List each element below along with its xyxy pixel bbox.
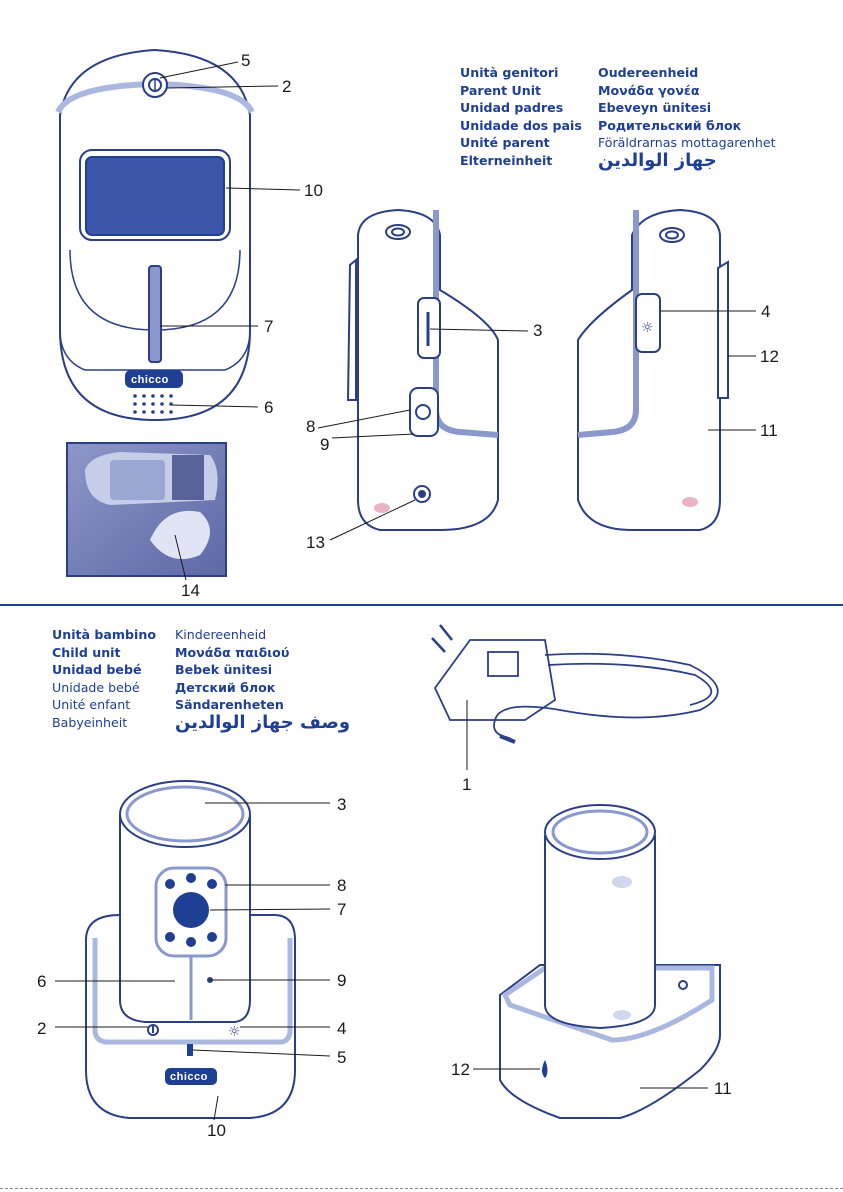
svg-text:☼: ☼	[228, 1024, 241, 1040]
callout-6: 6	[264, 398, 274, 417]
label-it: Unità bambino	[52, 627, 156, 642]
chicco-logo-child: chicco	[165, 1068, 217, 1085]
svg-text:chicco: chicco	[131, 374, 169, 386]
callout-11-parent: 11	[760, 421, 778, 440]
callout-4-parent: 4	[761, 302, 771, 321]
callout-2: 2	[282, 77, 292, 96]
parent-unit-front	[55, 48, 255, 422]
callout-6-child: 6	[37, 972, 47, 991]
label-en: Child unit	[52, 644, 121, 660]
parent-unit-labels-left: Unità genitori Parent Unit Unidad padres…	[460, 64, 582, 170]
chicco-logo-parent: chicco	[125, 370, 183, 388]
label-ar: جهاز الوالدين	[598, 149, 717, 171]
parent-unit-labels-right: Oudereenheid Μονάδα γονέα Ebeveyn ünites…	[598, 64, 776, 170]
callout-8-child: 8	[337, 876, 347, 895]
callout-7-child: 7	[337, 900, 347, 919]
callout-7: 7	[264, 317, 274, 336]
label-nl: Oudereenheid	[598, 65, 699, 80]
callout-3-parent: 3	[533, 321, 543, 340]
label-ru: Детский блок	[175, 679, 276, 695]
callout-3-child: 3	[337, 795, 347, 814]
child-unit-labels-right: Kindereenheid Μονάδα παιδιού Bebek ünite…	[175, 626, 350, 732]
label-ru: Родительский блок	[598, 117, 742, 133]
label-sv: Sändarenheten	[175, 697, 284, 713]
label-de: Elterneinheit	[460, 152, 553, 168]
callout-4-child: 4	[337, 1019, 347, 1038]
label-fr: Unité parent	[460, 135, 550, 151]
page-bottom-rule	[0, 1188, 843, 1189]
callout-12-parent: 12	[760, 347, 779, 366]
callout-5-child: 5	[337, 1048, 347, 1067]
label-pt: Unidade dos pais	[460, 117, 582, 133]
callout-10: 10	[304, 181, 323, 200]
label-es: Unidad bebé	[52, 662, 142, 678]
callout-12-child: 12	[451, 1060, 470, 1079]
svg-text:☼: ☼	[641, 320, 654, 336]
child-unit-labels-left: Unità bambino Child unit Unidad bebé Uni…	[52, 626, 156, 732]
child-unit-with-base: ☼	[85, 780, 296, 1119]
leader-lines-child	[55, 802, 708, 1121]
label-fr: Unité enfant	[52, 697, 131, 713]
label-sv: Föräldrarnas mottagarenhet	[598, 135, 776, 151]
label-nl: Kindereenheid	[175, 627, 267, 642]
svg-text:chicco: chicco	[170, 1071, 208, 1083]
parent-unit-side-left	[346, 208, 499, 531]
callout-10-child: 10	[207, 1121, 226, 1140]
child-unit-back-view	[499, 804, 721, 1119]
label-tr: Bebek ünitesi	[175, 662, 273, 678]
label-en: Parent Unit	[460, 82, 542, 98]
callout-8-parent: 8	[306, 417, 316, 436]
callout-2-child: 2	[37, 1019, 47, 1038]
power-adapter	[431, 624, 719, 744]
leader-lines-parent	[159, 61, 756, 581]
label-ar: وصف جهاز الوالدين	[175, 711, 351, 733]
label-it: Unità genitori	[460, 65, 559, 80]
parent-unit-side-right: ☼	[577, 208, 729, 531]
label-es: Unidad padres	[460, 100, 564, 116]
label-pt: Unidade bebé	[52, 679, 140, 695]
section-divider	[0, 604, 843, 606]
speaker-grille-parent	[133, 394, 173, 414]
callout-14: 14	[181, 581, 200, 600]
callout-9-child: 9	[337, 971, 347, 990]
callout-5: 5	[241, 51, 251, 70]
label-el: Μονάδα παιδιού	[175, 644, 290, 660]
label-de: Babyeinheit	[52, 714, 128, 730]
label-tr: Ebeveyn ünitesi	[598, 100, 712, 116]
callout-11-child: 11	[714, 1079, 732, 1098]
callout-1: 1	[462, 775, 472, 794]
battery-photo	[66, 442, 227, 577]
callout-9-parent: 9	[320, 435, 330, 454]
label-el: Μονάδα γονέα	[598, 82, 700, 98]
callout-13: 13	[306, 533, 325, 552]
